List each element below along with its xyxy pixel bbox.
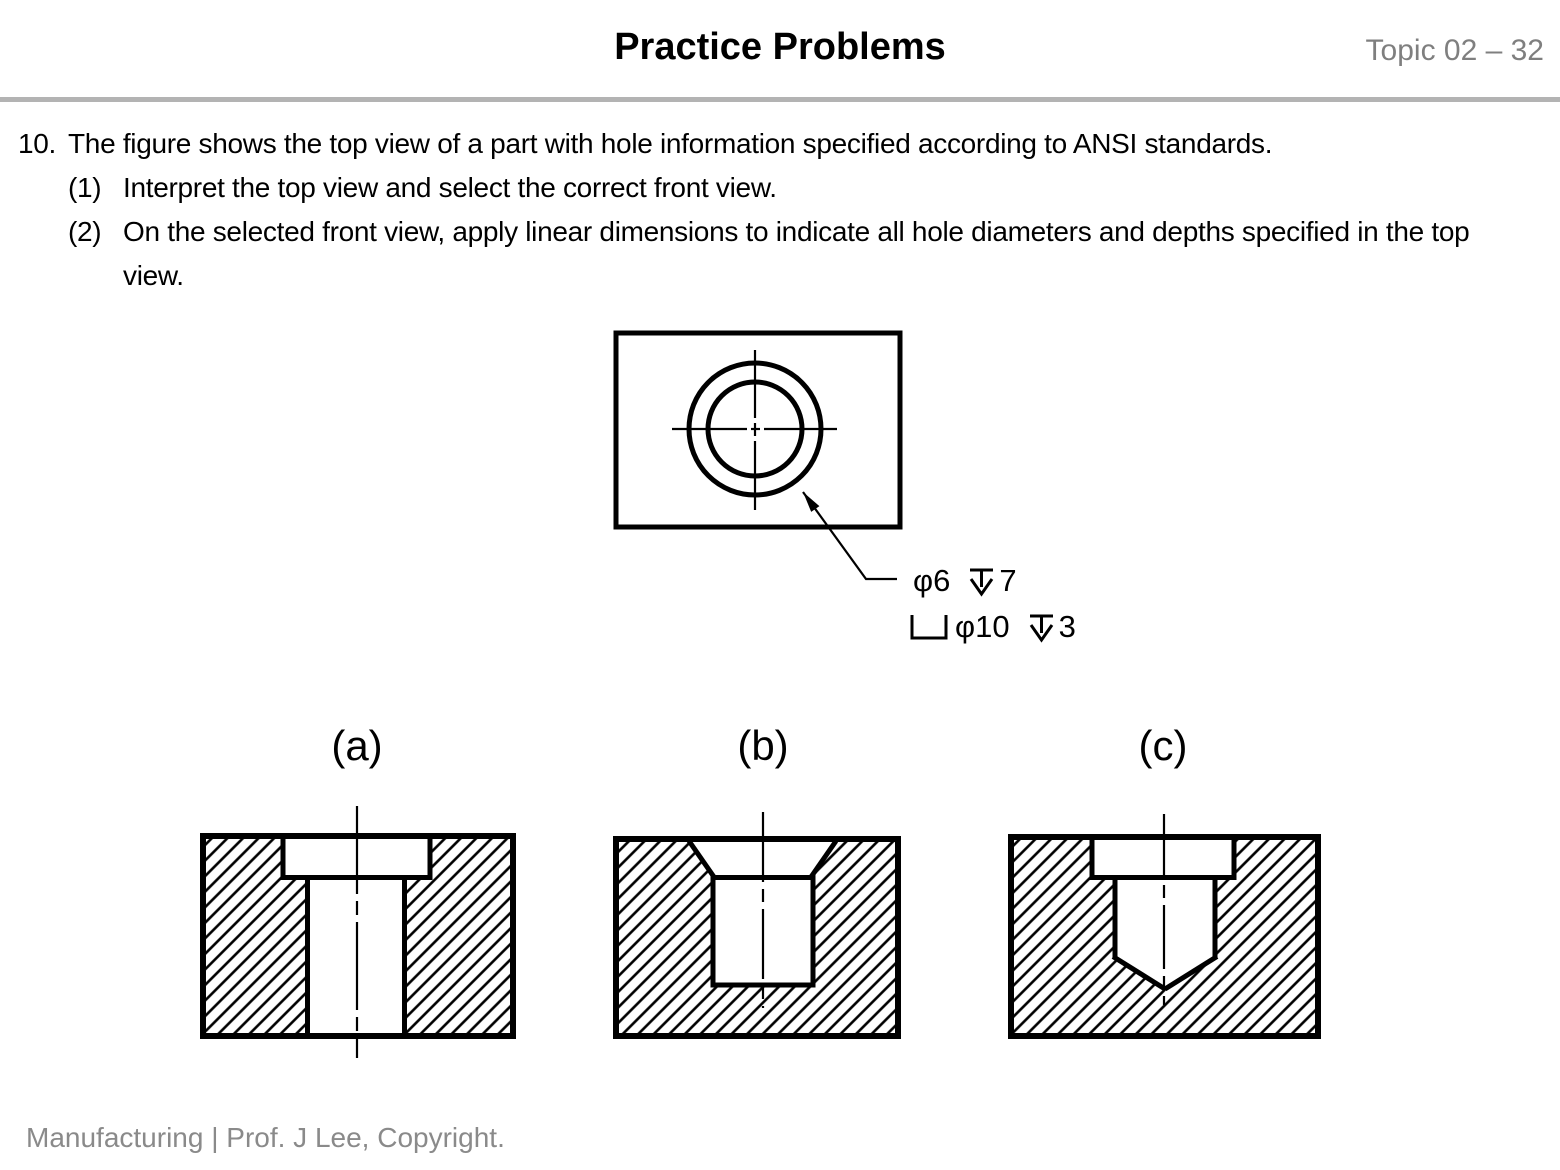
- center-mark: [672, 350, 837, 510]
- problem-statement: The figure shows the top view of a part …: [68, 128, 1273, 159]
- option-c-label: (c): [1138, 722, 1188, 769]
- depth-arrow-icon: [970, 568, 994, 597]
- counterbore-depth-value: 3: [1058, 609, 1076, 644]
- counterbore-icon: [910, 615, 948, 640]
- problem-subitem-1: (1) Interpret the top view and select th…: [68, 166, 1528, 210]
- subitem-1-text: Interpret the top view and select the co…: [123, 172, 777, 203]
- problem-subitem-2: (2) On the selected front view, apply li…: [68, 210, 1528, 298]
- leader-line: [802, 491, 897, 581]
- subitem-2-marker: (2): [68, 216, 102, 247]
- problem-text: 10. The figure shows the top view of a p…: [18, 122, 1528, 298]
- option-a-drawing: [200, 806, 516, 1058]
- footer-credit: Manufacturing | Prof. J Lee, Copyright.: [26, 1122, 505, 1153]
- leader-arrowhead-icon: [803, 492, 820, 512]
- hole-callout: φ6 7 φ10 3: [903, 560, 1076, 648]
- option-b-label: (b): [737, 722, 789, 769]
- option-b-drawing: [613, 812, 901, 1039]
- top-view-outline: [613, 330, 903, 530]
- callout-line-1: φ6 7: [903, 560, 1076, 602]
- page-title: Practice Problems: [614, 26, 946, 68]
- problem-number: 10.: [18, 128, 57, 159]
- topic-page-number: Topic 02 – 32: [1365, 34, 1544, 67]
- depth-arrow-icon: [1029, 614, 1053, 643]
- subitem-1-marker: (1): [68, 172, 102, 203]
- option-c-drawing: [1008, 814, 1321, 1039]
- counterbore-diameter-value: φ10: [955, 609, 1010, 644]
- top-view-drawing: [613, 330, 903, 581]
- option-a-label: (a): [331, 722, 383, 769]
- header-divider: [0, 97, 1560, 102]
- hole-depth-value: 7: [999, 563, 1017, 598]
- callout-line-2: φ10 3: [903, 606, 1076, 648]
- subitem-2-text: On the selected front view, apply linear…: [123, 216, 1470, 291]
- hole-diameter-value: φ6: [913, 563, 951, 598]
- problem-statement-line: 10. The figure shows the top view of a p…: [18, 122, 1528, 166]
